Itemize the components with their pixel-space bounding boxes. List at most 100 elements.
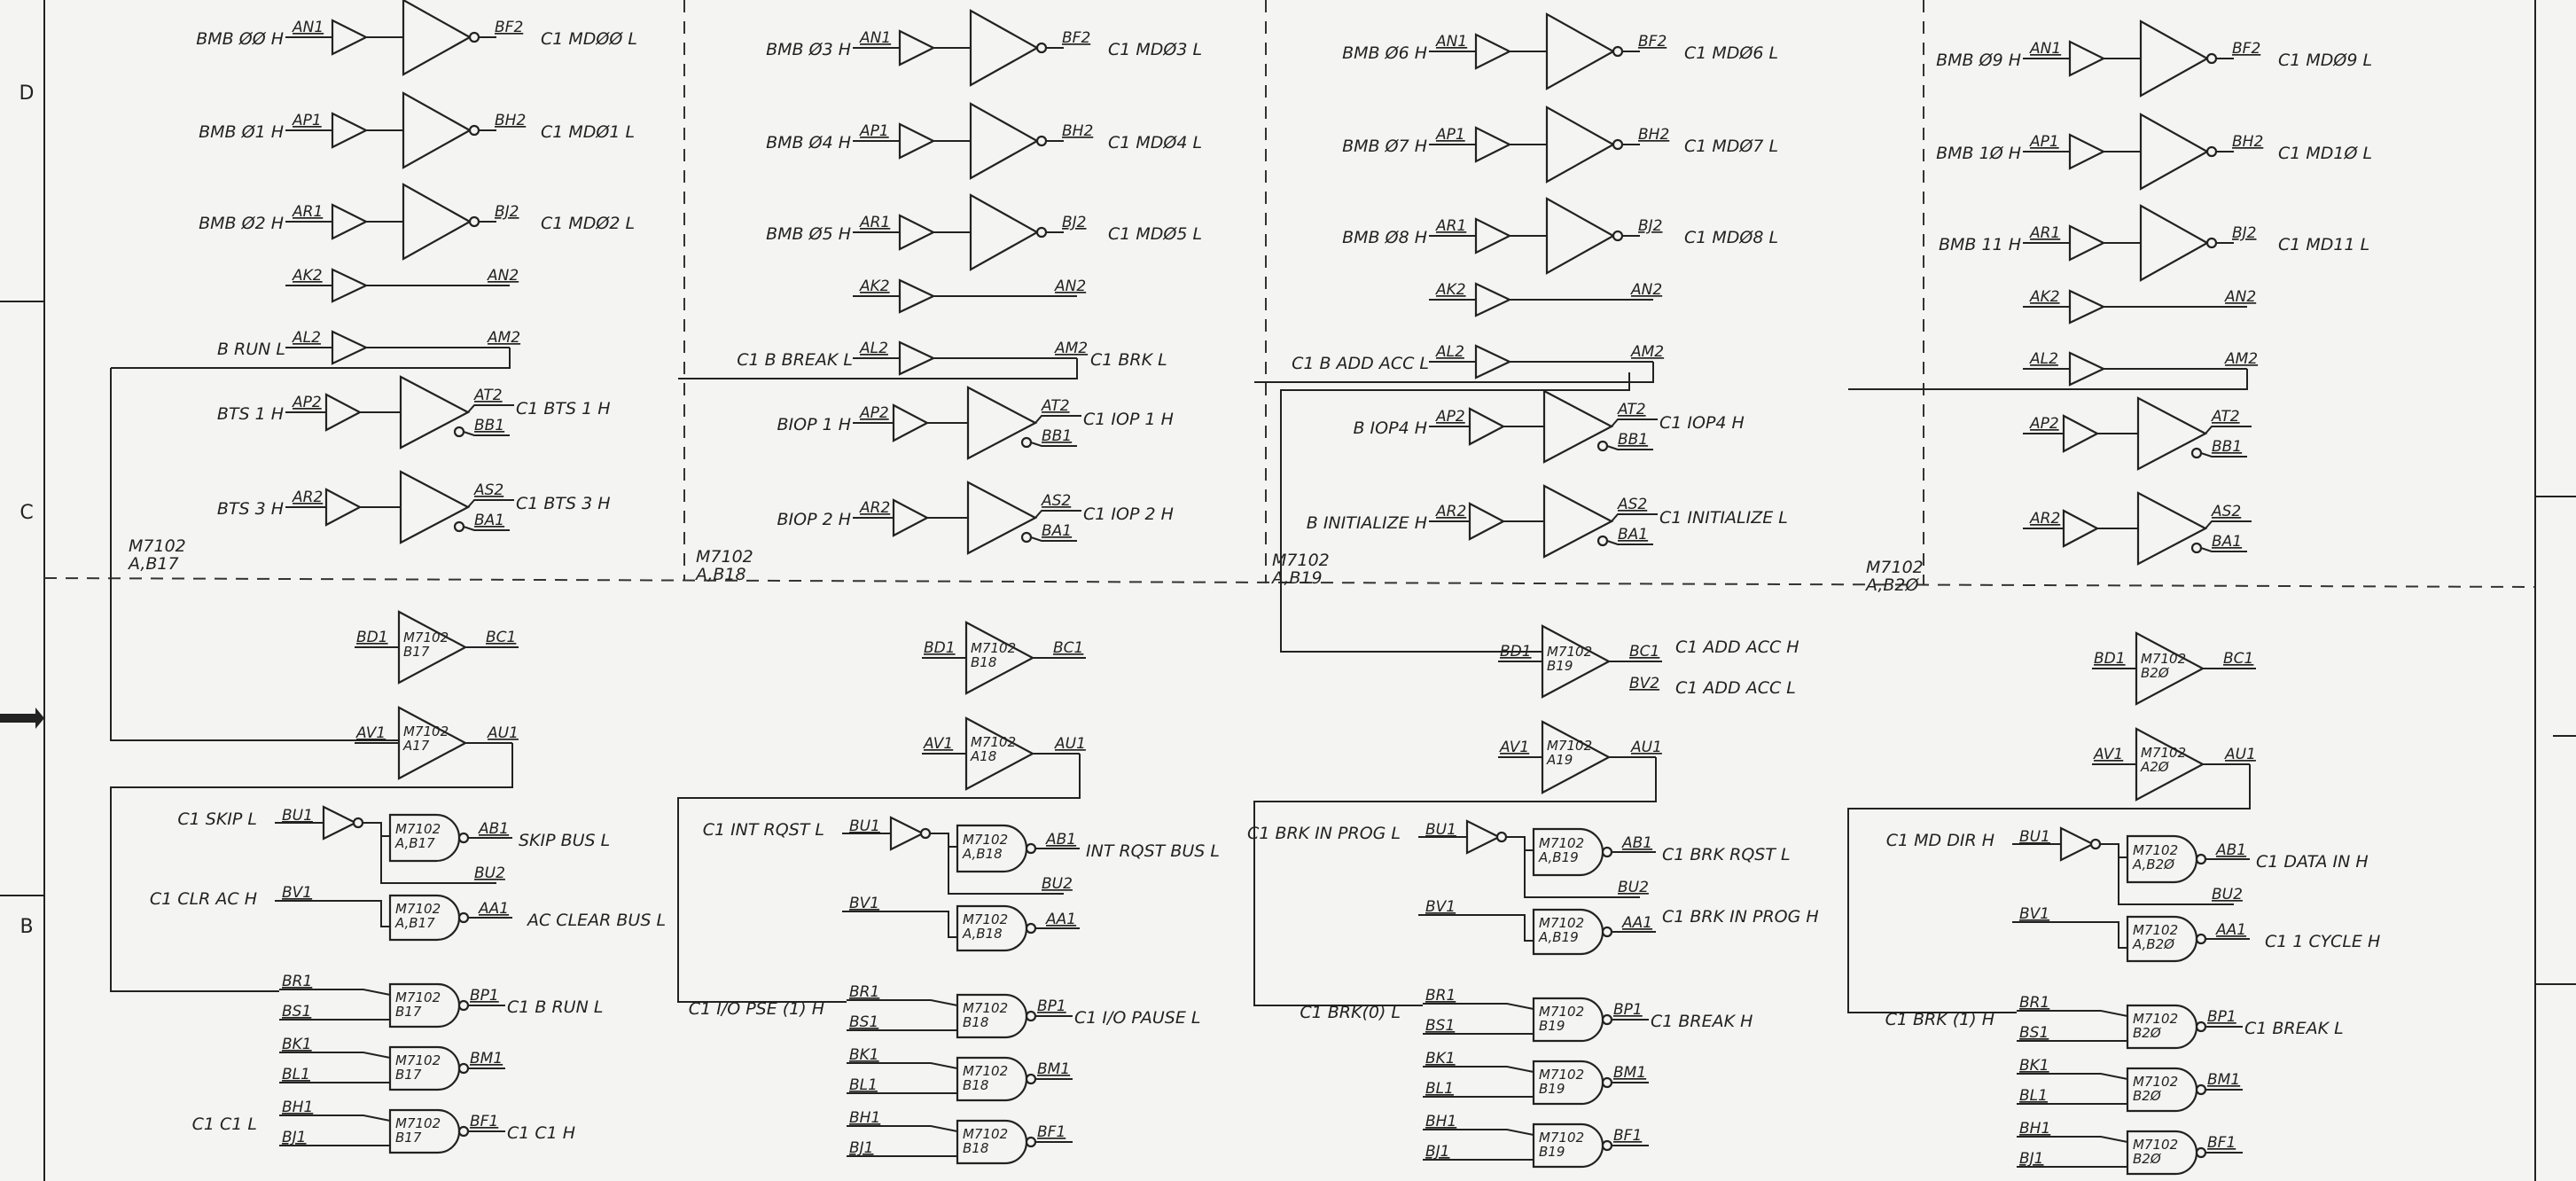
pin-label: AN1 <box>2029 40 2061 58</box>
pin-label: BP1 <box>1037 997 1066 1015</box>
wire <box>467 499 514 508</box>
text-line: B19 <box>1539 1144 1565 1160</box>
text-line: M7102 <box>395 821 441 837</box>
input-signal: BMB Ø9 H <box>1936 51 2021 70</box>
inversion-bubble <box>1601 1013 1613 1026</box>
pin-label: BC1 <box>2223 650 2253 668</box>
pin-label: AB1 <box>2215 841 2246 859</box>
pin-label: BL1 <box>2019 1087 2048 1105</box>
pin-label: BH2 <box>495 112 526 129</box>
driver-gate <box>966 481 1038 555</box>
am2-return-wire <box>111 348 511 369</box>
text-line: M7102 <box>2141 651 2186 667</box>
output-signal: C1 MDØ7 L <box>1684 137 1778 156</box>
driver-gate <box>397 706 468 780</box>
text-line: M7102 <box>403 630 449 645</box>
input-signal: BIOP 2 H <box>777 510 851 529</box>
driver-gate <box>399 375 471 450</box>
wire <box>847 1062 958 1069</box>
inversion-bubble <box>1596 535 1609 547</box>
pin-label: AM2 <box>2224 350 2258 368</box>
inversion-bubble <box>352 817 364 829</box>
output-signal: C1 ADD ACC H <box>1675 637 1799 657</box>
buffer-gate <box>331 330 369 365</box>
wire <box>275 900 390 927</box>
input-signal: BMB Ø6 H <box>1342 43 1427 63</box>
buffer-gate <box>889 816 925 851</box>
text-line: A,B17 <box>394 835 435 851</box>
buffer-gate <box>898 340 936 376</box>
buffer-gate <box>1468 407 1506 446</box>
text-line: B19 <box>1539 1018 1565 1034</box>
buffer-gate <box>1465 819 1502 855</box>
input-signal: B INITIALIZE H <box>1307 513 1427 533</box>
inversion-bubble <box>2195 1083 2207 1096</box>
output-signal: C1 BRK L <box>1090 350 1167 370</box>
inverter-gate <box>1545 12 1616 90</box>
text-line: M7102 <box>395 989 441 1005</box>
pin-label: BF1 <box>1037 1123 1066 1141</box>
text-line: M7102 <box>395 1052 441 1068</box>
pin-label: BU2 <box>1618 879 1649 896</box>
inversion-bubble <box>1025 1136 1037 1148</box>
text-line: M7102 <box>1539 835 1584 851</box>
inverter-gate <box>1545 106 1616 184</box>
inversion-bubble <box>2089 838 2102 850</box>
wire <box>1030 536 1077 542</box>
pin-label: AT2 <box>1041 397 1070 415</box>
pin-label: BR1 <box>282 973 312 990</box>
wire <box>842 911 957 938</box>
pin-label: BH1 <box>282 1099 313 1116</box>
output-signal: C1 BTS 1 H <box>516 399 611 418</box>
pin-label: BV1 <box>1425 898 1456 916</box>
text-line: M7102 <box>963 1000 1008 1016</box>
pin-label: AN2 <box>1630 281 1662 299</box>
input-signal: C1 MD DIR H <box>1886 831 1994 850</box>
section-boundary <box>43 577 2536 588</box>
wire <box>1418 914 1534 942</box>
inversion-bubble <box>2205 145 2218 158</box>
pin-label: BF1 <box>470 1113 498 1130</box>
pin-label: BF1 <box>1613 1127 1642 1145</box>
output-signal: C1 MDØ6 L <box>1684 43 1778 63</box>
wire <box>2200 547 2247 552</box>
pin-label: AL2 <box>859 340 888 357</box>
wire <box>847 1125 958 1132</box>
pin-label: AR1 <box>2029 224 2060 242</box>
inversion-bubble <box>1612 45 1624 58</box>
pin-label: BA1 <box>1042 522 1072 540</box>
inversion-bubble <box>1601 1139 1613 1152</box>
buffer-gate <box>898 214 936 251</box>
pin-label: AA1 <box>1621 914 1652 932</box>
text-line: A,B19 <box>1270 568 1323 588</box>
pin-label: BK1 <box>1425 1050 1456 1068</box>
output-signal: C1 BRK IN PROG H <box>1662 907 1819 927</box>
output-signal: C1 I/O PAUSE L <box>1074 1008 1201 1028</box>
text-line: M7102 <box>2133 842 2178 858</box>
output-signal: C1 MDØ3 L <box>1108 40 1202 59</box>
text-line: M7102 <box>696 547 753 567</box>
buffer-gate <box>324 393 363 432</box>
pin-label: AM2 <box>487 329 520 347</box>
output-signal: C1 C1 H <box>507 1123 575 1143</box>
wire <box>279 1052 391 1059</box>
